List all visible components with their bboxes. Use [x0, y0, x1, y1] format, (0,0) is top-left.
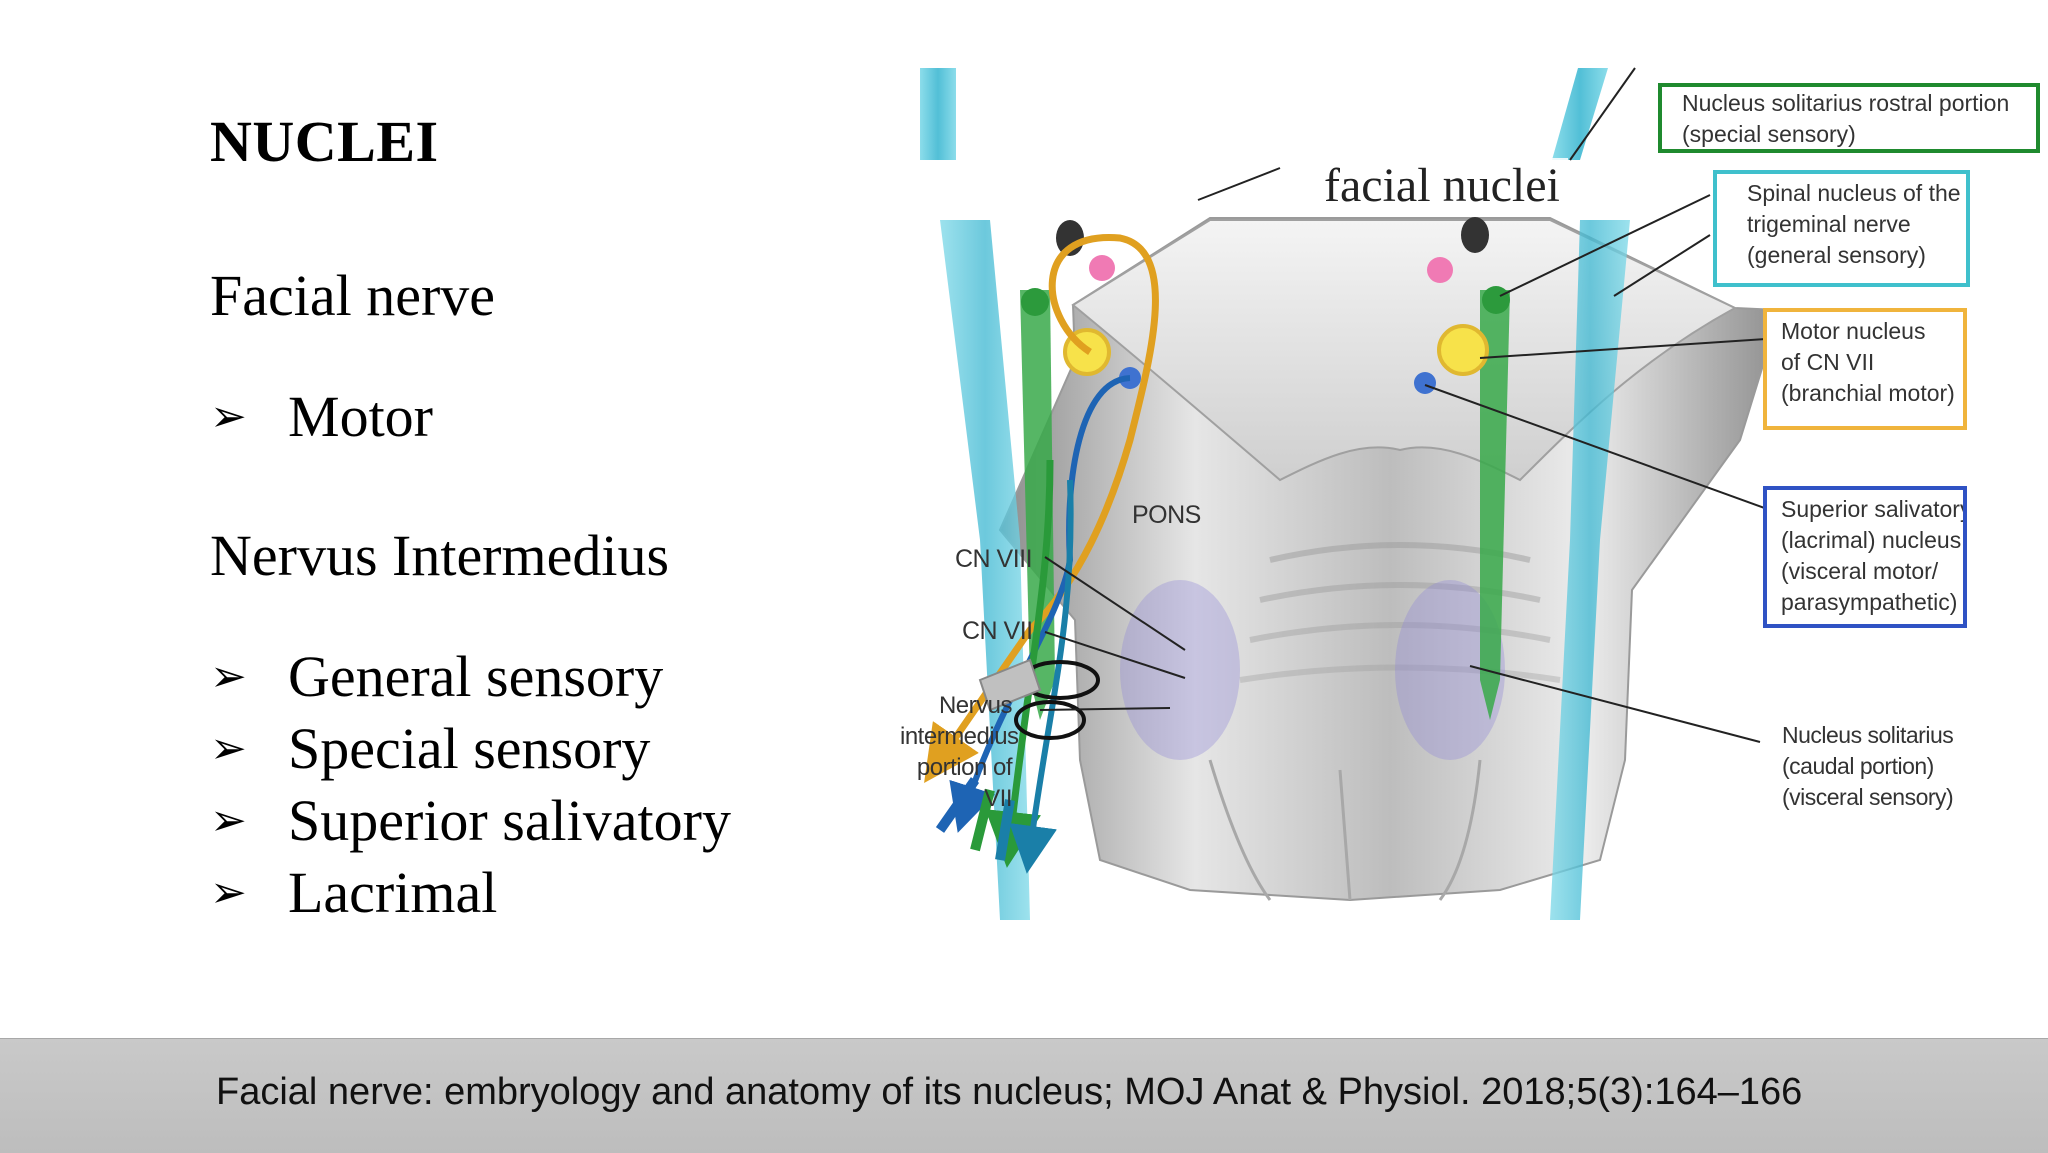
label-line: Nervus	[938, 692, 1013, 719]
bullet-arrow-icon: ➢	[210, 650, 247, 702]
legend-line: of CN VII	[1781, 349, 1875, 375]
legend-line: (special sensory)	[1682, 121, 1856, 147]
bullet-item: ➢ Motor	[210, 380, 433, 452]
legend-superior-salivatory: Superior salivatory (lacrimal) nucleus (…	[1767, 490, 1963, 624]
legend-line: Nucleus solitarius rostral portion	[1682, 90, 2010, 116]
slide-heading: NUCLEI	[210, 109, 439, 174]
bullet-item: ➢ Special sensory	[210, 712, 731, 784]
bullet-text: Lacrimal	[288, 859, 498, 925]
bullet-arrow-icon: ➢	[210, 794, 247, 846]
brainstem-illustration	[920, 67, 2040, 920]
legend-line: (visceral sensory)	[1782, 784, 1954, 810]
label-nervus-intermedius: Nervus intermedius portion of VII	[900, 690, 1019, 814]
label-line: intermedius	[900, 723, 1019, 750]
legend-box-border	[1763, 308, 1967, 430]
facial-nuclei-figure: facial nuclei PONS CN VIII CN VII Nervus…	[880, 60, 2048, 980]
legend-line: (general sensory)	[1747, 242, 1926, 268]
bullet-text: Motor	[288, 383, 433, 449]
citation-footer: Facial nerve: embryology and anatomy of …	[0, 1038, 2048, 1153]
legend-box-border	[1763, 486, 1967, 628]
bullet-arrow-icon: ➢	[210, 390, 247, 442]
figure-title: facial nuclei	[1316, 158, 1568, 213]
citation-text: Facial nerve: embryology and anatomy of …	[216, 1071, 1803, 1113]
legend-box-border	[1658, 83, 2040, 153]
legend-line: Motor nucleus	[1781, 318, 1926, 344]
legend-motor-nucleus: Motor nucleus of CN VII (branchial motor…	[1767, 312, 1963, 426]
bullet-text: General sensory	[288, 643, 664, 709]
bullet-arrow-icon: ➢	[210, 722, 247, 774]
facial-nerve-bullets: ➢ Motor	[210, 380, 433, 452]
bullet-item: ➢ Lacrimal	[210, 856, 731, 928]
bullet-item: ➢ Superior salivatory	[210, 784, 731, 856]
bullet-arrow-icon: ➢	[210, 866, 247, 918]
legend-line: (caudal portion)	[1782, 753, 1934, 779]
label-cn-viii: CN VIII	[955, 545, 1033, 573]
section-title-nervus-intermedius: Nervus Intermedius	[210, 523, 670, 588]
cyan-tract	[1552, 68, 1608, 160]
legend-line: (visceral motor/	[1781, 558, 1939, 584]
section-title-facial-nerve: Facial nerve	[210, 263, 496, 328]
label-pons: PONS	[1132, 501, 1201, 529]
legend-line: parasympathetic)	[1781, 589, 1958, 615]
legend-line: Nucleus solitarius	[1782, 722, 1954, 748]
legend-line: trigeminal nerve	[1747, 211, 1911, 237]
bullet-text: Superior salivatory	[288, 787, 731, 853]
spinal-trigeminal-tract	[940, 220, 1030, 920]
spinal-trigeminal-tract	[1550, 220, 1630, 920]
bullet-text: Special sensory	[288, 715, 651, 781]
legend-nucleus-solitarius-rostral: Nucleus solitarius rostral portion (spec…	[1662, 87, 2036, 149]
legend-line: Spinal nucleus of the	[1747, 180, 1961, 206]
legend-nucleus-solitarius-caudal: Nucleus solitarius (caudal portion) (vis…	[1782, 720, 1954, 813]
nervus-intermedius-bullets: ➢ General sensory ➢ Special sensory ➢ Su…	[210, 640, 731, 928]
label-cn-vii: CN VII	[962, 617, 1033, 645]
nucleus-solitarius-column	[1480, 290, 1510, 720]
bullet-item: ➢ General sensory	[210, 640, 731, 712]
legend-spinal-trigeminal: Spinal nucleus of the trigeminal nerve (…	[1717, 174, 1966, 283]
legend-line: Superior salivatory	[1781, 496, 1963, 522]
legend-line: (lacrimal) nucleus	[1781, 527, 1962, 553]
legend-line: (branchial motor)	[1781, 380, 1955, 406]
label-line: portion of VII	[916, 754, 1013, 812]
legend-box-border	[1713, 170, 1970, 287]
ventricle-floor	[1071, 219, 1738, 482]
cyan-tract	[920, 68, 956, 160]
